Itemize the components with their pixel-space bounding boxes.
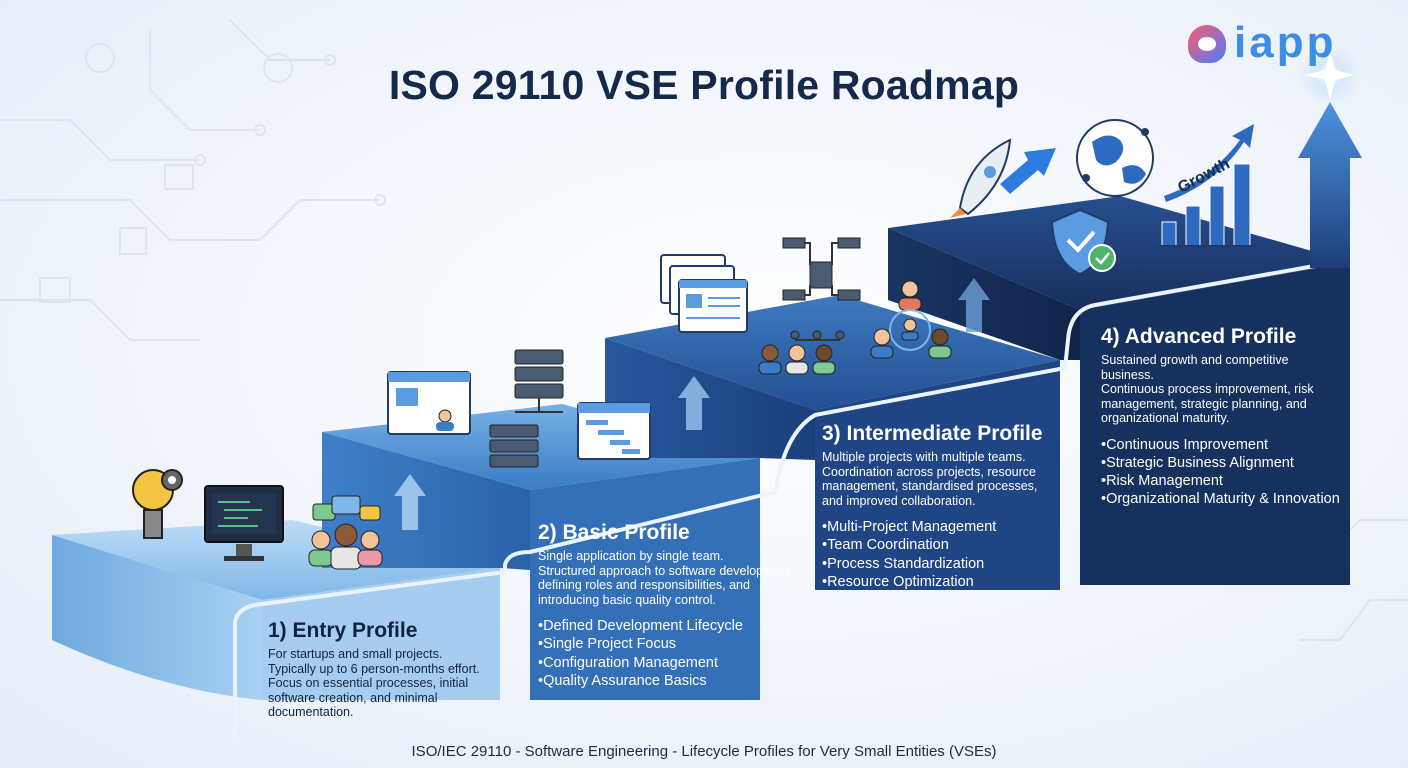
advanced-profile-list: Continuous Improvement Strategic Busines…: [1101, 436, 1351, 509]
progress-path: [233, 150, 1322, 740]
list-item: Defined Development Lifecycle: [538, 617, 808, 635]
team-hub-icon: [870, 280, 952, 359]
entry-profile-title: 1) Entry Profile: [268, 619, 418, 642]
code-monitor-icon: [204, 485, 284, 561]
logo-text: iapp: [1234, 18, 1337, 67]
basic-profile-title: 2) Basic Profile: [538, 521, 690, 544]
rocket-icon: [950, 138, 1056, 218]
list-item: Resource Optimization: [822, 573, 1062, 591]
globe-icon: [1076, 119, 1154, 197]
advanced-profile-description: Sustained growth and competitive busines…: [1101, 353, 1314, 425]
list-item: Process Standardization: [822, 555, 1062, 573]
entry-profile-description: For startups and small projects. Typical…: [268, 647, 480, 719]
list-item: Continuous Improvement: [1101, 436, 1351, 454]
intermediate-profile-block: 3) Intermediate Profile Multiple project…: [822, 422, 1062, 591]
page-title: ISO 29110 VSE Profile Roadmap: [388, 62, 1020, 108]
list-item: Organizational Maturity & Innovation: [1101, 490, 1351, 508]
server-stack-icon: [489, 349, 564, 468]
intermediate-profile-description: Multiple projects with multiple teams. C…: [822, 450, 1038, 508]
basic-profile-list: Defined Development Lifecycle Single Pro…: [538, 617, 808, 690]
advanced-profile-title: 4) Advanced Profile: [1101, 325, 1297, 348]
network-hierarchy-icon: [758, 237, 861, 375]
shield-check-icon: [1050, 208, 1116, 276]
basic-profile-description: Single application by single team. Struc…: [538, 549, 795, 607]
list-item: Strategic Business Alignment: [1101, 454, 1351, 472]
entry-profile-block: 1) Entry Profile For startups and small …: [268, 619, 508, 720]
iapp-logo: iapp: [1188, 18, 1388, 67]
intermediate-profile-list: Multi-Project Management Team Coordinati…: [822, 518, 1062, 591]
lightbulb-gear-icon: [132, 469, 183, 539]
advanced-profile-block: 4) Advanced Profile Sustained growth and…: [1101, 325, 1351, 509]
footer-caption: ISO/IEC 29110 - Software Engineering - L…: [411, 743, 997, 760]
intermediate-profile-title: 3) Intermediate Profile: [822, 422, 1043, 445]
profile-window-icon: [387, 371, 471, 435]
document-windows-icon: [660, 254, 748, 333]
circuit-background: [0, 19, 1408, 641]
step-arrows: [394, 278, 990, 530]
team-chat-icon: [308, 495, 383, 570]
list-item: Team Coordination: [822, 536, 1062, 554]
up-arrow-icon: [1298, 43, 1362, 268]
list-item: Single Project Focus: [538, 635, 808, 653]
basic-profile-block: 2) Basic Profile Single application by s…: [538, 521, 808, 690]
list-item: Multi-Project Management: [822, 518, 1062, 536]
list-item: Risk Management: [1101, 472, 1351, 490]
list-item: Configuration Management: [538, 654, 808, 672]
gantt-calendar-icon: [577, 402, 651, 460]
step-1-entry: [52, 520, 500, 700]
logo-mark-icon: [1188, 25, 1226, 63]
list-item: Quality Assurance Basics: [538, 672, 808, 690]
